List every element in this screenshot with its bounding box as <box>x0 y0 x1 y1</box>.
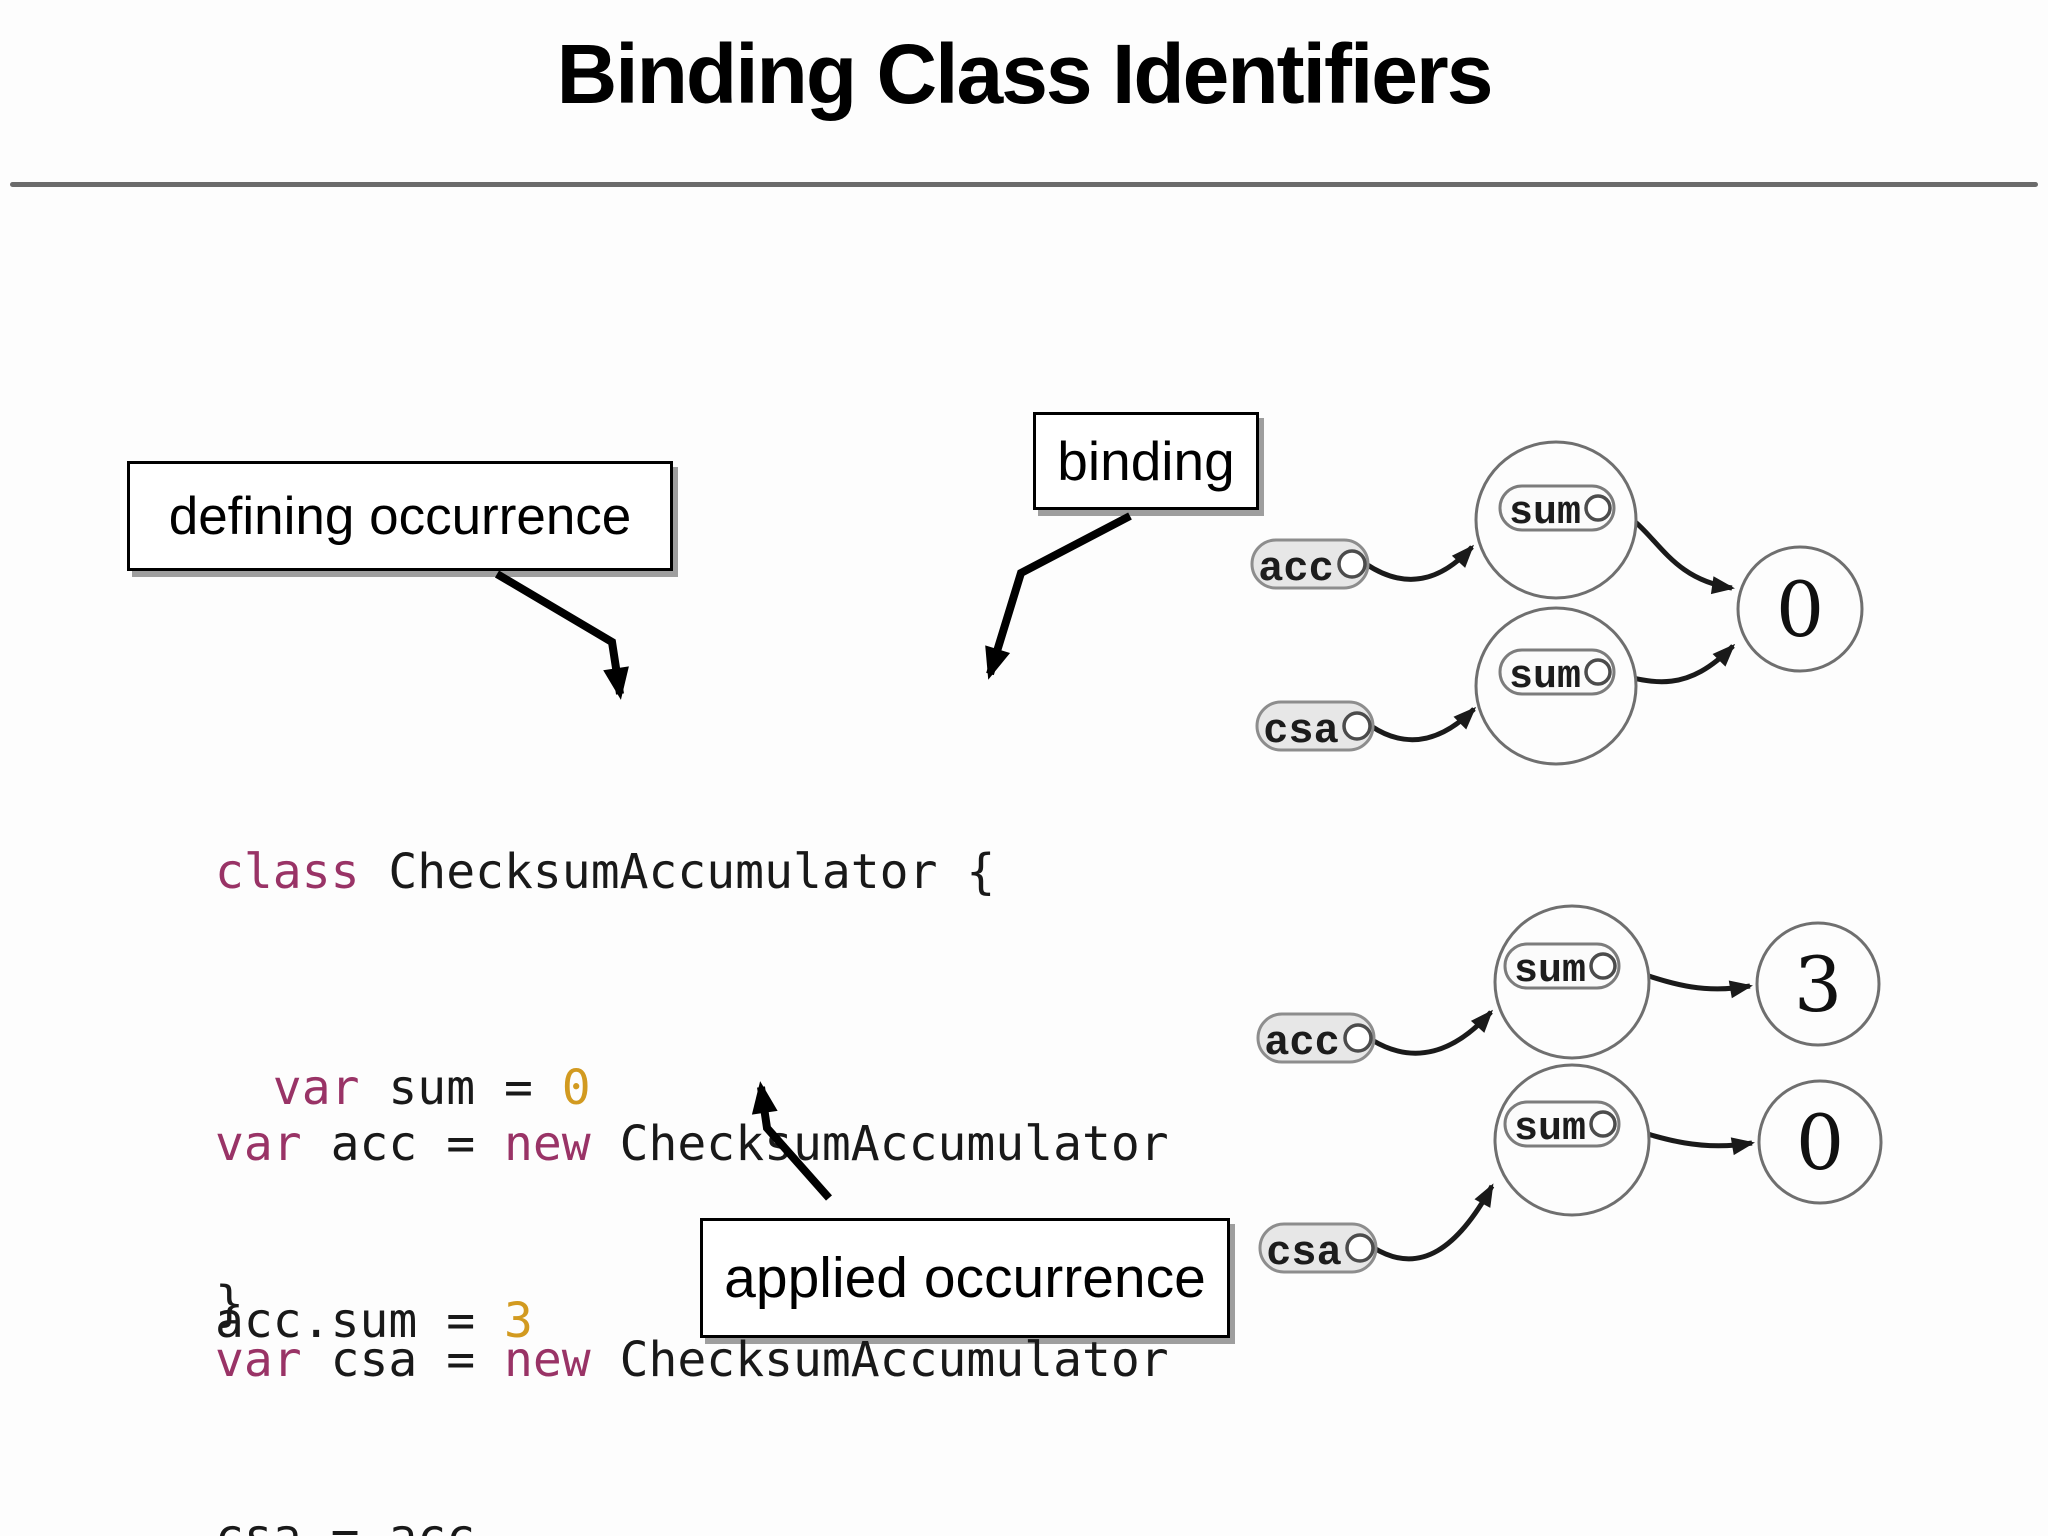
pointer-sum1-to-value <box>1610 505 1735 595</box>
port-icon <box>1584 658 1612 686</box>
pointer-csa-to-object <box>1369 706 1477 743</box>
port-icon <box>1589 1110 1617 1138</box>
code-line: class ChecksumAccumulator { <box>215 844 996 900</box>
pointer-sum2-to-value <box>1610 643 1736 685</box>
callout-binding: binding <box>1033 412 1259 510</box>
diagram-bottom: 3 0 acc sum csa sum <box>1256 904 1883 1277</box>
ref-label: acc <box>1258 545 1334 593</box>
callout-defining-occurrence: defining occurrence <box>127 461 673 571</box>
field-label: sum <box>1514 949 1586 994</box>
diagram-top: 0 acc sum csa sum <box>1250 440 1864 766</box>
port-icon <box>1345 1233 1375 1263</box>
object-ellipse-csa <box>1493 1063 1651 1217</box>
pointer-acc-to-object <box>1370 1009 1494 1056</box>
code-line: csa = acc <box>215 1501 533 1536</box>
ref-label: acc <box>1264 1019 1340 1067</box>
callout-applied-occurrence: applied occurrence <box>700 1218 1230 1338</box>
ref-label: csa <box>1263 707 1339 755</box>
ref-tag-acc: acc <box>1250 538 1370 593</box>
object-ellipse-acc <box>1474 440 1638 600</box>
field-tag-sum: sum <box>1498 484 1616 536</box>
code-line: var csa = new ChecksumAccumulator <box>215 1332 1169 1388</box>
value-circle-zero <box>1757 1079 1883 1205</box>
code-block-instantiation: var acc = new ChecksumAccumulator var cs… <box>215 964 1169 1536</box>
port-icon <box>1343 1023 1373 1053</box>
field-label: sum <box>1509 491 1581 536</box>
field-label: sum <box>1514 1107 1586 1152</box>
field-tag-sum: sum <box>1503 1100 1621 1152</box>
pointer-csa-to-object <box>1372 1183 1495 1262</box>
field-tag-sum: sum <box>1503 942 1621 994</box>
value-label: 0 <box>1796 1098 1844 1187</box>
object-ellipse-acc <box>1493 904 1651 1060</box>
port-icon <box>1584 494 1612 522</box>
port-icon <box>1342 711 1372 741</box>
code-block-class-definition: class ChecksumAccumulator { var sum = 0 … <box>215 692 995 1484</box>
code-line: } <box>215 1276 244 1332</box>
ref-tag-acc: acc <box>1256 1012 1376 1067</box>
pointer-sum-to-0 <box>1615 1121 1755 1156</box>
callout-defining-label: defining occurrence <box>168 486 632 546</box>
value-label: 3 <box>1794 940 1842 1029</box>
pointer-sum-to-3 <box>1615 963 1753 999</box>
value-circle-three <box>1755 921 1881 1047</box>
port-icon <box>1337 549 1367 579</box>
value-circle-zero <box>1736 545 1864 673</box>
code-block-assignment: acc.sum = 3 csa = acc <box>215 1141 533 1536</box>
binding-arrow <box>985 512 1132 680</box>
callout-applied-label: applied occurrence <box>724 1246 1206 1310</box>
ref-label: csa <box>1266 1229 1342 1277</box>
title-divider <box>10 182 2038 187</box>
object-ellipse-csa <box>1474 606 1638 766</box>
value-label: 0 <box>1776 565 1824 654</box>
code-line: acc.sum = 3 <box>215 1293 533 1349</box>
ref-tag-csa: csa <box>1255 700 1375 755</box>
code-line: var sum = 0 <box>272 1060 591 1116</box>
slide-title: Binding Class Identifiers <box>556 27 1494 121</box>
defining-occurrence-arrow <box>494 570 629 700</box>
code-line: var acc = new ChecksumAccumulator <box>215 1116 1169 1172</box>
ref-tag-csa: csa <box>1258 1222 1378 1277</box>
field-label: sum <box>1509 655 1581 700</box>
callout-binding-label: binding <box>1057 430 1235 492</box>
field-tag-sum: sum <box>1498 648 1616 700</box>
port-icon <box>1589 952 1617 980</box>
pointer-acc-to-object <box>1364 544 1475 582</box>
